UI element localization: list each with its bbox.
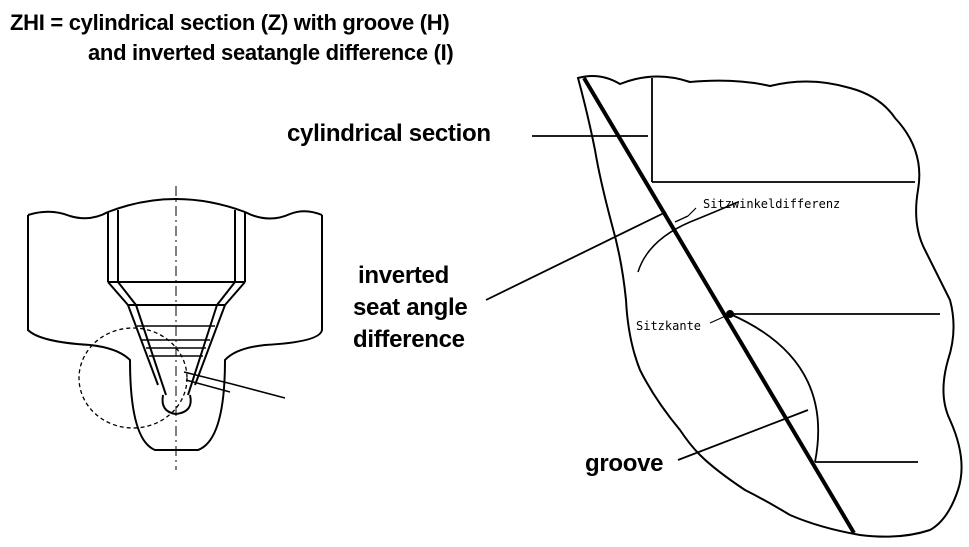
needle-seat-line xyxy=(582,76,856,535)
label-sitzkante: Sitzkante xyxy=(636,319,702,333)
enlarged-seat-detail xyxy=(576,75,963,538)
label-cylindrical-section: cylindrical section xyxy=(287,120,491,147)
sac-hole xyxy=(161,394,192,416)
label-groove: groove xyxy=(585,450,664,477)
label-sitzwinkeldifferenz: Sitzwinkeldifferenz xyxy=(703,197,841,211)
needle-top-cap xyxy=(107,198,246,213)
diagram-title-line-1: ZHI = cylindrical section (Z) with groov… xyxy=(10,10,450,35)
label-difference: difference xyxy=(353,326,465,353)
diagram-title-line-2: and inverted seatangle difference (I) xyxy=(88,40,454,65)
nozzle-break-line-right xyxy=(244,210,323,220)
detail-break-outline xyxy=(576,75,963,538)
label-seat-angle: seat angle xyxy=(353,294,468,321)
nozzle-cross-section xyxy=(27,186,323,470)
seat-angle-arc xyxy=(637,201,739,273)
detail-circle xyxy=(78,327,188,429)
label-leaders xyxy=(485,135,809,461)
detail-leader-line xyxy=(231,383,286,399)
groove-arc xyxy=(729,313,820,463)
nozzle-break-line-left xyxy=(27,210,109,220)
label-inverted: inverted xyxy=(358,262,449,289)
leader-groove xyxy=(677,409,809,461)
leader-inverted-seat-angle xyxy=(485,211,667,301)
